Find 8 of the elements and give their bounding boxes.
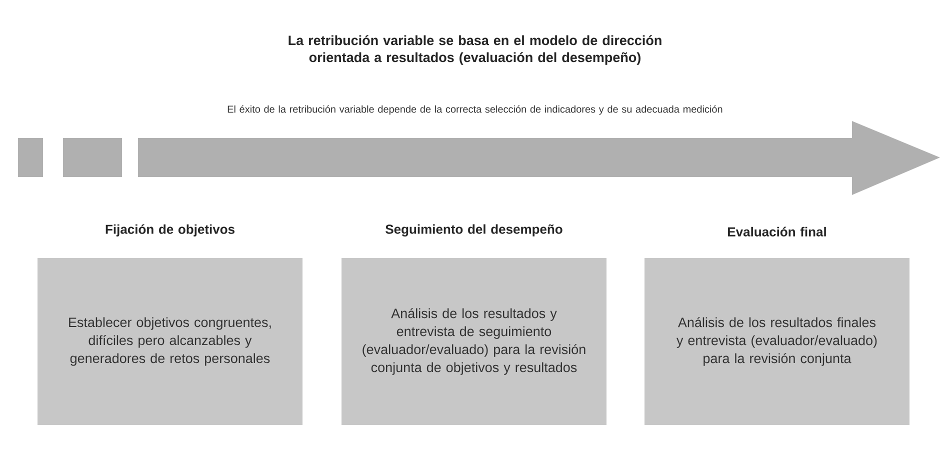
- step-box: Análisis de los resultados finales y entrevista (evaluador/evaluado) para la revisión conjunta: [644, 258, 910, 425]
- step-box: Análisis de los resultados y entrevista de seguimiento (evaluador/evaluado) para la revisión conjunta de objetivos y resultados: [342, 258, 606, 425]
- title: La retribución variable se basa en el modelo de dirección orientada a resultados (evaluación del desempeño): [288, 35, 662, 65]
- subtitle: El éxito de la retribución variable depende de la correcta selección de indicadores y de su adecuada medición: [228, 105, 722, 115]
- step-box: Establecer objetivos congruentes, difíciles pero alcanzables y generadores de retos personales: [38, 258, 302, 425]
- step-heading: Evaluación final: [728, 226, 826, 236]
- step-heading: Fijación de objetivos: [106, 224, 234, 236]
- step-heading: Seguimiento del desempeño: [386, 224, 562, 236]
